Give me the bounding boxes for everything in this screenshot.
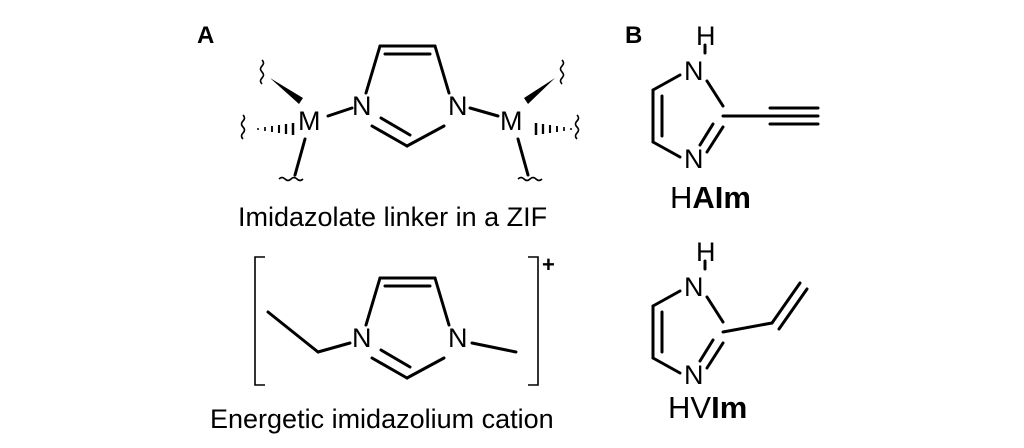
metal-atom-left: M bbox=[298, 106, 321, 136]
wavy-bond-mark bbox=[559, 59, 565, 85]
nitrogen-atom-right: N bbox=[448, 91, 468, 121]
hashed-bond bbox=[534, 123, 572, 135]
zif-linker-caption: Imidazolate linker in a ZIF bbox=[238, 202, 547, 232]
zif-linker-structure: M N N M bbox=[240, 44, 580, 182]
left-bracket bbox=[254, 256, 265, 386]
nitrogen-atom-right: N bbox=[448, 323, 468, 353]
hvim-compound-label: HVIm bbox=[668, 390, 747, 425]
hashed-bond bbox=[257, 123, 295, 135]
nitrogen-atom-nh: N bbox=[684, 56, 704, 86]
charge-label: + bbox=[542, 252, 555, 277]
cation-caption: Energetic imidazolium cation bbox=[210, 404, 554, 434]
wedge-bond bbox=[270, 78, 303, 104]
nitrogen-atom-imine: N bbox=[684, 360, 704, 390]
right-bracket bbox=[528, 256, 539, 386]
hydrogen-atom: H bbox=[696, 237, 716, 267]
haim-structure: H N N bbox=[651, 21, 820, 174]
nitrogen-atom-left: N bbox=[352, 323, 372, 353]
haim-compound-label: HAIm bbox=[670, 180, 751, 215]
wavy-bond-mark bbox=[574, 114, 580, 140]
nitrogen-atom-imine: N bbox=[684, 144, 704, 174]
nitrogen-atom-left: N bbox=[352, 91, 372, 121]
wedge-bond bbox=[524, 78, 555, 104]
hvim-structure: H N N bbox=[651, 237, 809, 390]
panel-label-b: B bbox=[625, 22, 642, 49]
wavy-bond-mark bbox=[240, 114, 246, 140]
wavy-bond-mark bbox=[259, 59, 265, 85]
panel-label-a: A bbox=[197, 22, 214, 49]
nitrogen-atom-nh: N bbox=[684, 272, 704, 302]
imidazolium-cation-structure: + N N bbox=[254, 252, 555, 386]
hydrogen-atom: H bbox=[696, 21, 716, 51]
metal-atom-right: M bbox=[500, 106, 523, 136]
wavy-bond-mark bbox=[517, 176, 543, 182]
wavy-bond-mark bbox=[278, 176, 304, 182]
